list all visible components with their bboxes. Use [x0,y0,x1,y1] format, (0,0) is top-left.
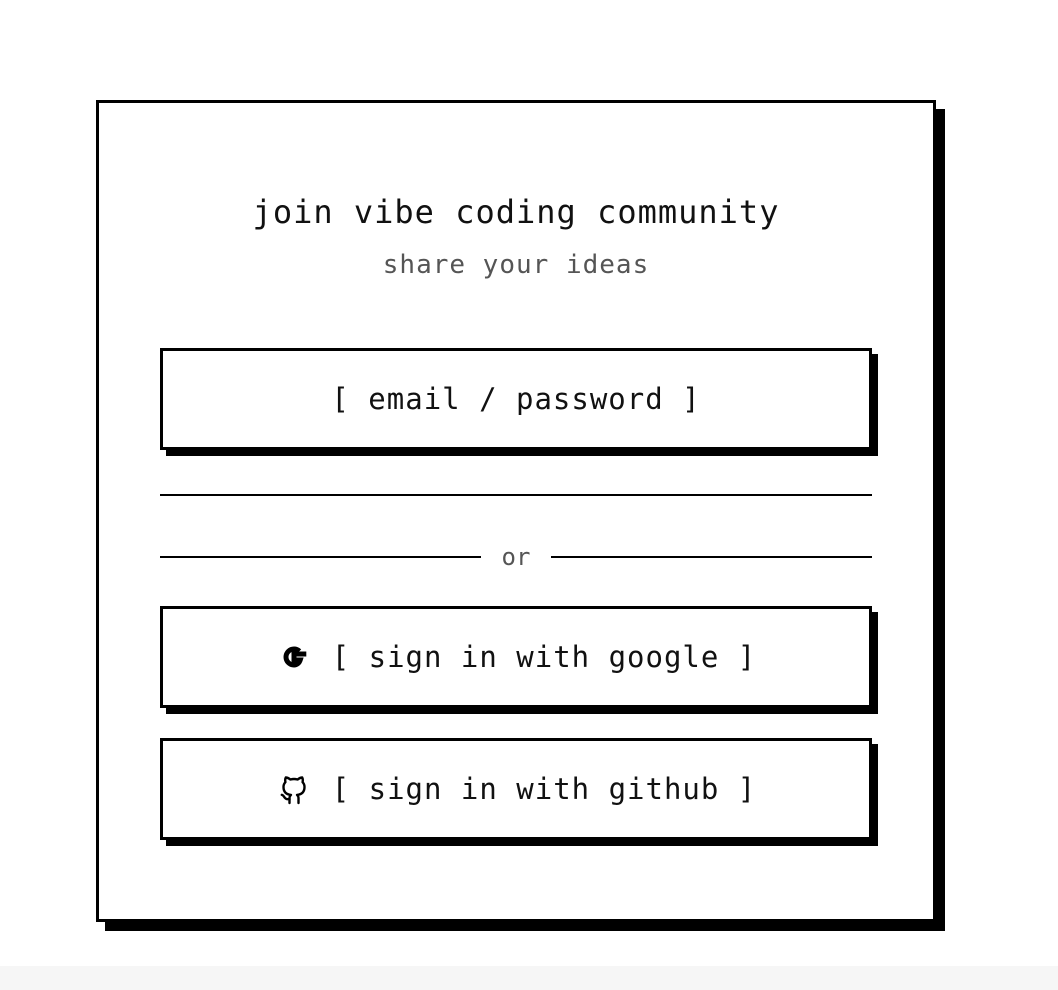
page-title: join vibe coding community [252,193,780,231]
or-divider-right-line [551,556,872,558]
google-icon [276,639,312,675]
email-password-button[interactable]: [ email / password ] [160,348,872,450]
github-signin-label: [ sign in with github ] [331,772,757,806]
or-divider-text: or [501,543,531,571]
google-signin-label: [ sign in with google ] [331,640,757,674]
page-footer-strip [0,966,1058,990]
github-signin-button[interactable]: [ sign in with github ] [160,738,872,840]
signup-card: join vibe coding community share your id… [96,100,936,922]
divider-line [160,494,872,496]
github-icon [276,771,312,807]
or-divider-left-line [160,556,481,558]
google-signin-button[interactable]: [ sign in with google ] [160,606,872,708]
page-subtitle: share your ideas [382,250,650,280]
or-divider: or [160,543,872,571]
email-password-label: [ email / password ] [331,382,701,416]
